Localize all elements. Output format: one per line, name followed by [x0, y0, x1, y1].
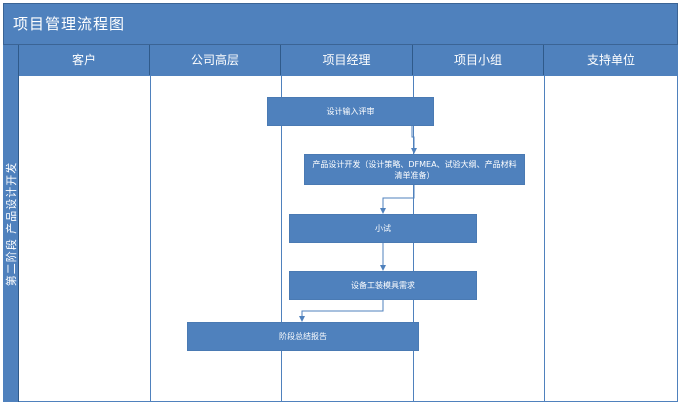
step-product-design-development: 产品设计开发（设计策略、DFMEA、试验大纲、产品材料清单准备）: [304, 154, 525, 185]
lane-divider: [150, 75, 151, 402]
lane-header-support-unit: 支持单位: [544, 45, 678, 75]
step-equipment-tooling-requirements: 设备工装模具需求: [289, 271, 477, 300]
lane-header-row: 客户 公司高层 项目经理 项目小组 支持单位: [19, 45, 678, 75]
step-phase-summary-report: 阶段总结报告: [187, 322, 419, 351]
lane-header-executives: 公司高层: [150, 45, 281, 75]
lane-header-project-manager: 项目经理: [281, 45, 413, 75]
phase-bar: 第二阶段 产品设计开发: [3, 45, 19, 402]
lane-divider: [544, 75, 545, 402]
connector-2-3: [380, 185, 415, 214]
step-pilot-trial: 小试: [289, 214, 477, 243]
diagram-title: 项目管理流程图: [13, 15, 126, 33]
lane-divider: [281, 75, 282, 402]
connector-1-2: [411, 126, 417, 154]
lane-body: [19, 75, 678, 402]
connector-4-5: [299, 300, 384, 322]
title-bar: 项目管理流程图: [3, 3, 678, 45]
lane-header-customer: 客户: [19, 45, 150, 75]
lane-header-project-team: 项目小组: [413, 45, 544, 75]
step-design-input-review: 设计输入评审: [267, 97, 434, 126]
